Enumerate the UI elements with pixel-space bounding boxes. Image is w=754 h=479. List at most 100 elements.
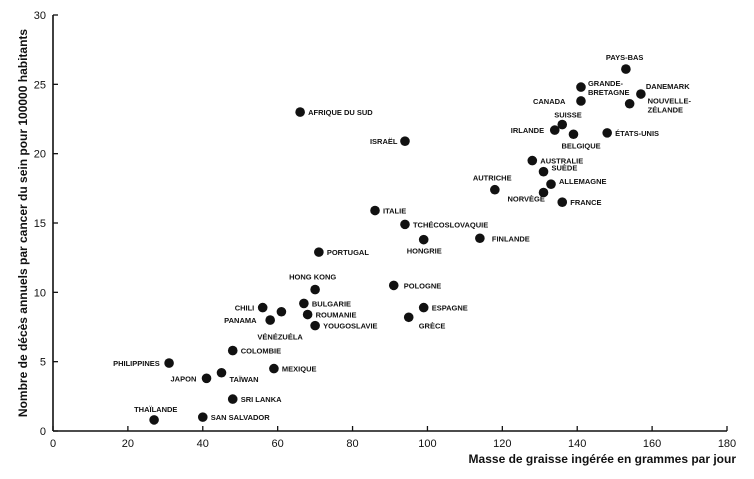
data-point-label: BULGARIE [312,299,351,308]
data-point-label: POLOGNE [404,281,442,290]
data-point [400,219,410,230]
data-point-label: ESPAGNE [432,304,468,313]
x-tick-label: 40 [197,438,209,450]
data-point [621,64,631,74]
y-tick-label: 15 [34,218,46,230]
y-tick-label: 30 [34,10,46,22]
data-point-label: ROUMANIE [316,311,357,320]
x-tick-label: 180 [718,438,736,450]
y-axis-title: Nombre de décès annuels par cancer du se… [16,29,30,417]
data-point [546,179,556,189]
data-point-label: HONG KONG [289,273,336,282]
data-point [549,125,560,135]
data-point [295,107,305,117]
data-point-label: NORVÈGE [508,194,545,203]
data-point [527,155,538,166]
data-point-label: GRANDE-BRETAGNE [588,79,630,97]
data-point-label: FINLANDE [492,234,530,243]
y-tick-label: 5 [40,357,46,369]
data-point [568,129,579,140]
data-point-label: PHILIPPINES [113,359,160,368]
data-point [475,233,485,244]
data-point [602,128,612,138]
data-point [164,358,174,368]
data-point-label: COLOMBIE [241,347,281,356]
y-tick-label: 20 [34,149,46,161]
data-point-label: AUSTRALIE [540,157,583,166]
data-point-label: ÉTATS-UNIS [615,129,659,138]
data-point [418,234,429,245]
data-point-label: ISRAËL [370,137,398,146]
data-point-label: YOUGOSLAVIE [323,322,377,331]
data-point-label: THAÏLANDE [134,405,177,414]
data-point [149,415,159,425]
data-point-label: AUTRICHE [473,174,512,183]
data-point-label: SRI LANKA [241,395,282,404]
data-point [557,197,568,207]
data-point-label: SUÈDE [552,164,578,173]
data-point [310,284,320,295]
x-tick-label: 100 [418,438,436,450]
data-point [257,302,268,313]
data-point-label: DANEMARK [646,82,690,91]
data-point-label: CANADA [533,97,566,106]
data-point-label: IRLANDE [511,126,544,135]
data-point [197,412,208,422]
data-point-label: HONGRIE [407,247,442,256]
data-point-label: BELGIQUE [561,141,600,150]
y-tick-label: 10 [34,287,46,299]
x-tick-label: 20 [122,438,134,450]
data-point-label: PAYS-BAS [606,53,644,62]
axes: 0 20 40 60 80 100 120 140 160 180 0 5 10 15 20 25 30 [34,10,736,450]
data-point [265,315,275,325]
data-point-label: SAN SALVADOR [211,413,270,422]
data-point-label: VÉNÉZUÉLA [257,333,303,342]
x-tick-label: 120 [493,438,511,450]
data-point [314,247,324,257]
data-point [403,312,414,323]
x-tick-label: 0 [50,438,56,450]
data-point-label: MEXIQUE [282,365,317,374]
x-tick-label: 140 [568,438,586,450]
data-point-label: TAÏWAN [230,375,259,384]
data-point [299,298,309,309]
y-tick-label: 0 [40,426,46,438]
data-point [490,184,500,195]
data-point [227,394,238,404]
data-point [400,136,410,146]
data-point [636,89,646,99]
x-tick-label: 160 [643,438,661,450]
data-point [201,373,212,384]
data-point-label: SUISSE [554,111,582,120]
data-point [310,320,320,331]
data-point [227,345,238,356]
data-point [269,363,279,374]
data-point [624,98,635,109]
y-tick-label: 25 [34,79,46,91]
data-point-label: JAPON [171,374,197,383]
data-point-label: FRANCE [570,198,601,207]
x-tick-label: 80 [346,438,358,450]
data-point [216,367,227,378]
data-point [576,82,586,92]
data-point-label: ITALIE [383,207,406,216]
data-point-label: PANAMA [224,316,257,325]
data-point-label: TCHÉCOSLOVAQUIE [413,220,488,229]
data-point-label: PORTUGAL [327,248,370,257]
data-point [302,309,313,320]
data-point-label: CHILI [235,304,255,313]
data-point-label: NOUVELLE-ZÉLANDE [648,97,692,115]
data-point [388,280,399,291]
data-point [370,205,380,216]
data-point [276,306,287,317]
data-point [418,302,429,313]
data-point [576,96,586,106]
data-point [538,187,549,198]
x-tick-label: 60 [272,438,284,450]
data-points: PAYS-BAS GRANDE-BRETAGNE DANEMARK CANADA NOU… [113,53,691,425]
data-point-label: AFRIQUE DU SUD [308,108,373,117]
data-point [557,119,568,130]
x-axis-title: Masse de graisse ingérée en grammes par … [469,452,737,466]
data-point [538,166,549,177]
